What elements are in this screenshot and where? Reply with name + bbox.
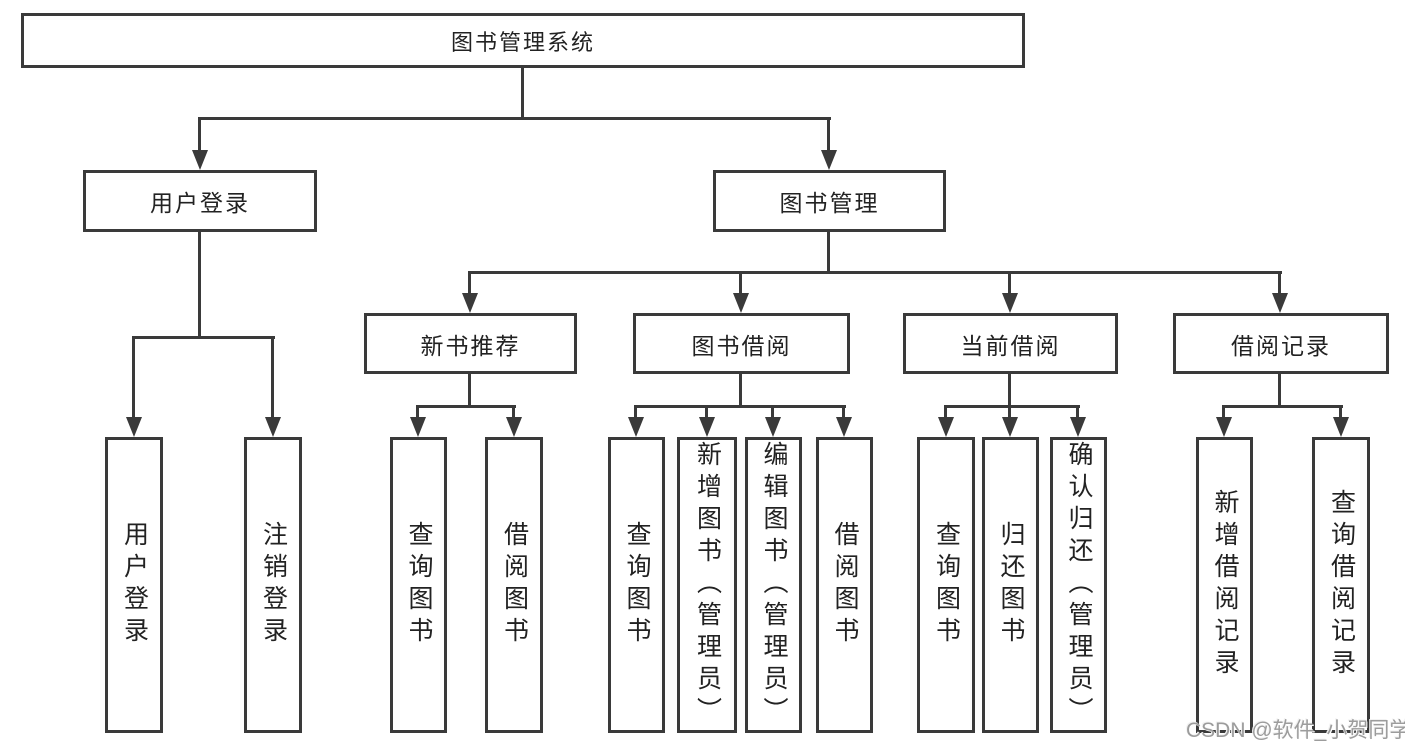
arrowhead-icon (821, 150, 837, 170)
connector-line (468, 374, 471, 405)
connector-line (132, 336, 135, 417)
connector-line (634, 405, 846, 408)
leaf-edit-books-admin: 编辑图书（管理员） (745, 437, 802, 733)
connector-line (1278, 374, 1281, 405)
connector-line (944, 405, 947, 419)
arrowhead-icon (506, 417, 522, 437)
connector-line (1076, 405, 1079, 419)
arrowhead-icon (765, 417, 781, 437)
connector-line (198, 232, 201, 336)
leaf-query-borrow-record: 查询借阅记录 (1312, 437, 1370, 733)
csdn-watermark: CSDN @软件_小贺同学 (1186, 719, 1405, 742)
arrowhead-icon (836, 417, 852, 437)
connector-line (827, 117, 830, 150)
connector-line (132, 336, 275, 339)
connector-line (739, 374, 742, 405)
connector-line (1339, 405, 1342, 419)
connector-line (468, 271, 471, 293)
leaf-confirm-return-admin: 确认归还（管理员） (1050, 437, 1107, 733)
arrowhead-icon (733, 293, 749, 313)
leaf-query-books-recommend: 查询图书 (390, 437, 447, 733)
leaf-query-books-current: 查询图书 (917, 437, 975, 733)
arrowhead-icon (192, 150, 208, 170)
arrowhead-icon (265, 417, 281, 437)
connector-line (1008, 271, 1011, 293)
connector-line (944, 405, 1080, 408)
arrowhead-icon (462, 293, 478, 313)
connector-line (416, 405, 516, 408)
node-borrowing-records: 借阅记录 (1173, 313, 1389, 374)
connector-line (1278, 271, 1281, 293)
arrowhead-icon (1002, 293, 1018, 313)
connector-line (271, 336, 274, 417)
connector-line (468, 271, 1282, 274)
connector-line (739, 271, 742, 293)
connector-line (771, 405, 774, 419)
connector-line (827, 232, 830, 271)
arrowhead-icon (1070, 417, 1086, 437)
leaf-return-books: 归还图书 (982, 437, 1039, 733)
connector-line (634, 405, 637, 419)
connector-line (1008, 374, 1011, 405)
leaf-query-books-borrowing: 查询图书 (608, 437, 665, 733)
connector-line (521, 68, 524, 117)
leaf-borrow-books-borrowing: 借阅图书 (816, 437, 873, 733)
arrowhead-icon (1002, 417, 1018, 437)
leaf-add-borrow-record: 新增借阅记录 (1196, 437, 1253, 733)
connector-line (198, 117, 831, 120)
node-current-borrowing: 当前借阅 (903, 313, 1118, 374)
connector-line (842, 405, 845, 419)
connector-line (198, 117, 201, 150)
node-root-book-management-system: 图书管理系统 (21, 13, 1025, 68)
connector-line (1222, 405, 1343, 408)
leaf-user-login: 用户登录 (105, 437, 163, 733)
arrowhead-icon (628, 417, 644, 437)
connector-line (1222, 405, 1225, 419)
arrowhead-icon (410, 417, 426, 437)
leaf-logout: 注销登录 (244, 437, 302, 733)
leaf-borrow-books-recommend: 借阅图书 (485, 437, 543, 733)
node-user-login: 用户登录 (83, 170, 317, 232)
node-book-management: 图书管理 (713, 170, 946, 232)
arrowhead-icon (1333, 417, 1349, 437)
node-new-book-recommend: 新书推荐 (364, 313, 577, 374)
arrowhead-icon (126, 417, 142, 437)
connector-line (1008, 405, 1011, 419)
connector-line (705, 405, 708, 419)
arrowhead-icon (1216, 417, 1232, 437)
arrowhead-icon (699, 417, 715, 437)
connector-line (416, 405, 419, 419)
leaf-add-books-admin: 新增图书（管理员） (677, 437, 737, 733)
node-book-borrowing: 图书借阅 (633, 313, 850, 374)
arrowhead-icon (938, 417, 954, 437)
connector-line (512, 405, 515, 419)
arrowhead-icon (1272, 293, 1288, 313)
